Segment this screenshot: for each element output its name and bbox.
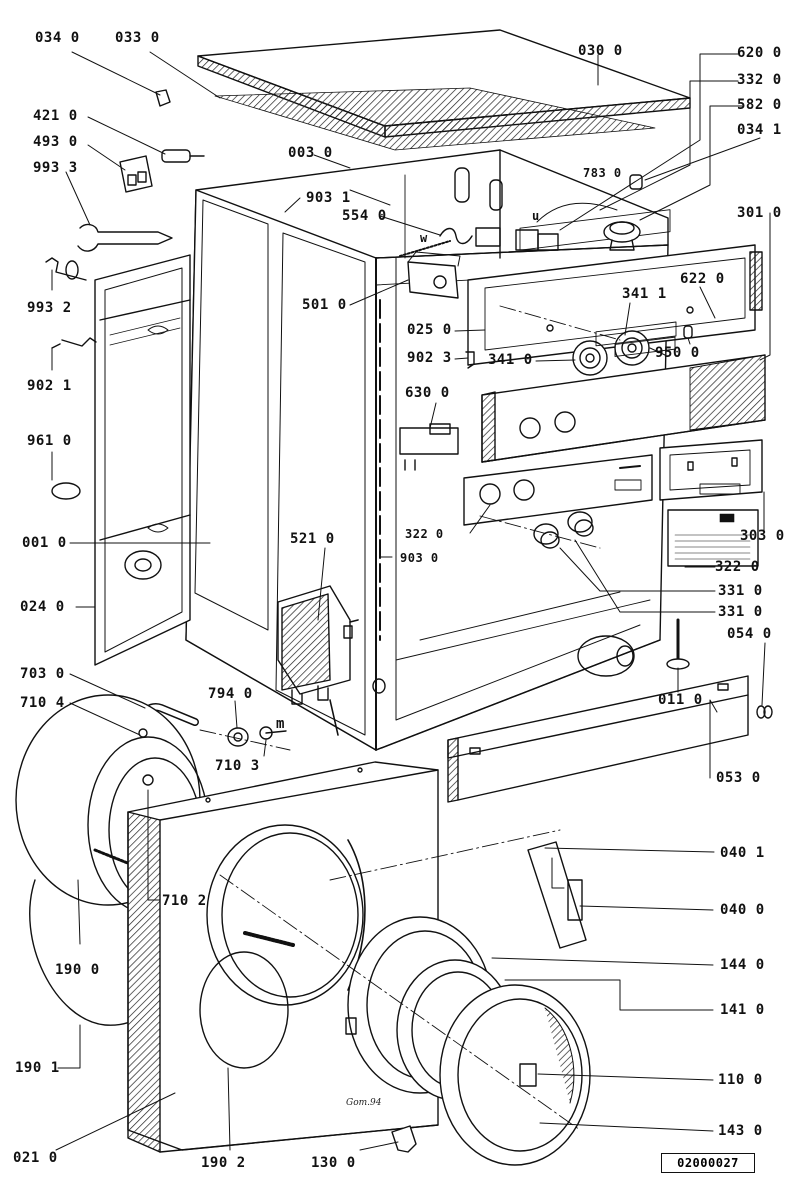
side-panel [95, 255, 190, 665]
control-panel-back [468, 210, 762, 365]
part-label: 331 0 [718, 583, 763, 599]
door-hinge [528, 842, 586, 948]
motor-block [278, 586, 352, 704]
part-label: 130 0 [311, 1155, 356, 1171]
part-label: 331 0 [718, 604, 763, 620]
pressure-switch [400, 424, 458, 470]
suppressor [408, 252, 460, 298]
part-label: w [420, 231, 428, 245]
part-label: 493 0 [33, 134, 78, 150]
part-label: 710 2 [162, 893, 207, 909]
part-label: 993 2 [27, 300, 72, 316]
part-label: 040 1 [720, 845, 765, 861]
part-label: 783 0 [583, 166, 622, 180]
part-label: 034 1 [737, 122, 782, 138]
part-label: u [532, 209, 540, 223]
part-label: 501 0 [302, 297, 347, 313]
part-label: 001 0 [22, 535, 67, 551]
knobs [534, 512, 593, 548]
part-label: 332 0 [737, 72, 782, 88]
part-label: 421 0 [33, 108, 78, 124]
label-plate [668, 510, 758, 566]
part-label: 030 0 [578, 43, 623, 59]
part-label: 025 0 [407, 322, 452, 338]
part-label: 902 1 [27, 378, 72, 394]
dispenser-drawer [660, 440, 762, 500]
part-label: 054 0 [727, 626, 772, 642]
selector-panel [464, 455, 652, 525]
part-label: 554 0 [342, 208, 387, 224]
part-label: 034 0 [35, 30, 80, 46]
part-label: 703 0 [20, 666, 65, 682]
door-glass [440, 985, 590, 1165]
part-label: 040 0 [720, 902, 765, 918]
part-label: 011 0 [658, 692, 703, 708]
part-label: 993 3 [33, 160, 78, 176]
part-label: 341 0 [488, 352, 533, 368]
part-label: 301 0 [737, 205, 782, 221]
part-label: 903 0 [400, 551, 439, 565]
part-label: 190 2 [201, 1155, 246, 1171]
part-label: 622 0 [680, 271, 725, 287]
top-lid [198, 30, 690, 150]
dials [573, 326, 692, 375]
part-label: 961 0 [27, 433, 72, 449]
part-label: 190 0 [55, 962, 100, 978]
part-label: 630 0 [405, 385, 450, 401]
part-label: 582 0 [737, 97, 782, 113]
part-label: 144 0 [720, 957, 765, 973]
part-label: 190 1 [15, 1060, 60, 1076]
small-parts-top-left [46, 90, 204, 280]
leader-lines [52, 52, 770, 1150]
clips [52, 338, 474, 368]
door-latch [392, 1126, 416, 1152]
part-label: 902 3 [407, 350, 452, 366]
ring-seal [52, 483, 80, 499]
part-label: 521 0 [290, 531, 335, 547]
part-label: 620 0 [737, 45, 782, 61]
part-label: 322 0 [405, 527, 444, 541]
part-label: 710 4 [20, 695, 65, 711]
part-label: 143 0 [718, 1123, 763, 1139]
front-fascia [482, 322, 765, 462]
part-label: 341 1 [622, 286, 667, 302]
part-label: 794 0 [208, 686, 253, 702]
part-label: 033 0 [115, 30, 160, 46]
kick-plate [448, 676, 772, 802]
part-label: 053 0 [716, 770, 761, 786]
document-number: 02000027 [661, 1153, 755, 1173]
part-label: 303 0 [740, 528, 785, 544]
signature: Gom.94 [346, 1098, 382, 1108]
part-label: 710 3 [215, 758, 260, 774]
part-label: m [276, 716, 285, 732]
part-label: 024 0 [20, 599, 65, 615]
part-label: 950 0 [655, 345, 700, 361]
part-label: 003 0 [288, 145, 333, 161]
part-label: 141 0 [720, 1002, 765, 1018]
part-label: 322 0 [715, 559, 760, 575]
part-label: 110 0 [718, 1072, 763, 1088]
adjustable-foot [667, 620, 689, 669]
part-label: 903 1 [306, 190, 351, 206]
part-label: 021 0 [13, 1150, 58, 1166]
